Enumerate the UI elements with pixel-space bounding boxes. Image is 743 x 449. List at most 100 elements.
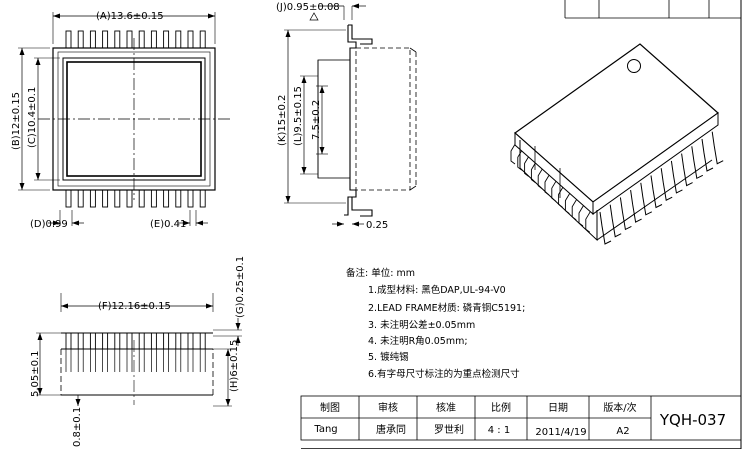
title-value-cell: 唐承同 [376,423,406,436]
pin-1-marker-icon [627,59,641,73]
notes-title: 备注: 单位: mm [346,267,415,279]
bottom-body-hidden [60,349,214,396]
dim-t025-label: 0.25 [366,220,388,231]
title-header-cell: 比例 [491,401,511,414]
iso-top-face [514,43,719,203]
lead-pin [126,30,133,49]
iso-lead-pin [609,204,622,238]
title-header-cell: 日期 [548,402,568,414]
lead-pin [163,332,170,350]
lead-pin [199,30,206,49]
bottom-view-pins [65,332,206,372]
lead-pin [163,189,170,208]
title-header-cell: 版本/次 [603,401,636,414]
note-item: 4. 未注明R角0.05mm; [368,335,468,347]
title-value-cell: 罗世利 [434,424,464,436]
top-view-upper-pins [65,30,206,49]
dim-c-label: (C)10.4±0.1 [27,87,38,148]
lead-pin [150,30,157,49]
lead-pin [150,332,157,350]
iso-lead-pin [660,168,673,201]
iso-lead-pin [640,182,653,216]
body-hidden-outline [355,47,411,191]
lead-pin [187,30,194,49]
dim-j-label: (J)0.95±0.08 [276,2,340,13]
lead-pin [65,332,72,350]
dim-f-label: (F)12.16±0.15 [98,301,171,312]
lead-pin [114,332,121,350]
lead-pin [89,189,96,208]
drawing-code: YQH-037 [659,411,726,429]
lead-pin [114,189,121,208]
title-value-cell: Tang [313,424,337,435]
dim-l-label: (L)9.5±0.15 [293,86,304,146]
top-view-lower-pins [65,189,206,208]
iso-lead-pin [599,211,612,245]
lead-pin [114,30,121,49]
note-item: 5. 镀纯锡 [368,351,409,363]
note-item: 6.有字母尺寸标注的为重点检测尺寸 [368,368,520,380]
title-value-cell: 2011/4/19 [535,427,586,438]
iso-lead-pin [650,175,663,209]
lead-pin [138,30,145,49]
dim-d-label: (D)0.99 [30,219,68,230]
title-header-cell: 核准 [436,401,456,414]
lead-pin [102,189,109,208]
lead-pin [89,30,96,49]
lead-pin [199,189,206,208]
iso-right-pins [599,131,724,245]
top-view [18,12,230,226]
dim-e-label: (E)0.41 [150,219,186,230]
dim-b-label: (B)12±0.15 [11,92,22,150]
warning-triangle-icon [309,12,319,21]
lead-pin [187,189,194,208]
lead-pin [65,30,72,49]
dim-a-label: (A)13.6±0.15 [96,11,164,22]
title-header-cell: 制图 [320,401,340,414]
bottom-view [36,293,242,407]
lead-pin [175,332,182,350]
lead-pin [102,30,109,49]
iso-lead-pin [524,153,531,177]
lead-pin [175,30,182,49]
dim-h-label: (H)6±0.15 [229,340,240,392]
iso-lead-pin [585,208,593,233]
title-block [300,0,742,449]
iso-lead-pin [691,146,704,180]
lead-pin [150,189,157,208]
lead-pin [102,332,109,350]
title-value-cell: 4 : 1 [488,425,510,436]
dim-505-label: 5.05±0.1 [30,350,41,397]
title-header-cell: 审核 [378,401,398,414]
lead-profile [344,25,357,216]
note-item: 3. 未注明公差±0.05mm [368,319,475,331]
iso-lead-pin [630,190,642,223]
note-item: 2.LEAD FRAME材质: 磷青铜C5191; [368,302,525,314]
inner-body [317,59,351,179]
lead-pin [175,189,182,208]
lead-pin [77,332,84,350]
lead-pin [77,30,84,49]
iso-lead-pin [517,146,525,171]
dim-k-label: (K)15±0.2 [277,95,288,146]
isometric-view [510,43,724,245]
lead-pin [126,332,133,350]
lead-pin [65,189,72,208]
lead-pin [77,189,84,208]
lead-pin [126,189,133,208]
dim-08-label: 0.8±0.1 [72,407,83,447]
lead-pin [138,189,145,208]
lead-pin [89,332,96,350]
lead-pin [187,332,194,350]
title-value-cell: A2 [616,426,629,437]
lead-pin [138,332,145,350]
dim-g-label: (G)0.25±0.1 [235,256,246,318]
iso-lead-pin [510,140,518,165]
iso-lead-pin [619,197,632,231]
lead-pin [163,30,170,49]
iso-lead-pin [681,153,693,187]
side-view [284,3,417,227]
dim-m-label: 7.5±0.2 [311,100,322,140]
